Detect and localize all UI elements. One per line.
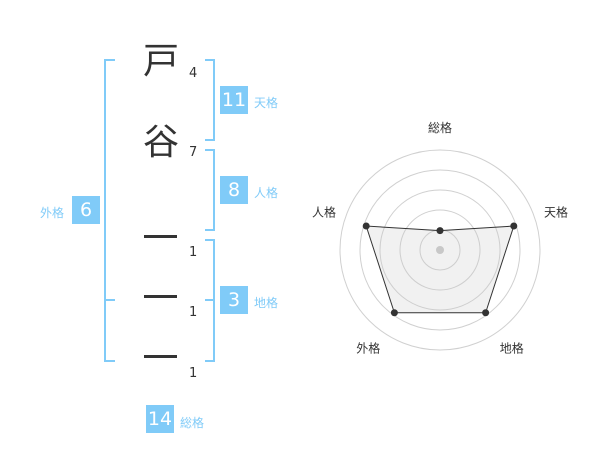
radar-point-1 [436, 227, 444, 235]
radar-ring [379, 189, 501, 311]
radar-axis-label: 地格 [500, 341, 524, 356]
radar-ring [399, 209, 481, 291]
radar-center [436, 246, 444, 254]
gaikaku-label: 外格 [40, 206, 65, 220]
soukaku-label: 総格 [180, 416, 205, 430]
gaikaku-bracket [104, 59, 115, 362]
chikaku-bracket-tick [205, 299, 213, 301]
radar-ring [339, 149, 541, 351]
tenkaku-value: 11 [220, 86, 248, 114]
gaikaku-bracket-tick [104, 299, 115, 301]
chikaku-value: 3 [220, 286, 248, 314]
name-char-4: 一 [141, 282, 181, 312]
radar-point-3 [482, 309, 490, 317]
stroke-count-4: 1 [189, 305, 198, 320]
radar-point-2 [510, 222, 518, 230]
tenkaku-bracket [205, 59, 215, 141]
radar-area [365, 225, 515, 314]
name-char-2: 谷 [142, 122, 179, 163]
stroke-count-1: 4 [189, 66, 198, 81]
stroke-count-5: 1 [189, 366, 198, 381]
stroke-count-2: 7 [189, 145, 198, 160]
jinkaku-bracket [205, 149, 215, 231]
radar-point-4 [390, 309, 398, 317]
radar-ring [359, 169, 521, 331]
name-char-1: 戸 [142, 41, 179, 82]
stroke-count-3: 1 [189, 245, 198, 260]
radar-axis-label: 総格 [428, 120, 452, 135]
name-char-3: 一 [141, 222, 181, 252]
jinkaku-label: 人格 [254, 186, 279, 200]
chikaku-bracket [205, 239, 215, 362]
chikaku-label: 地格 [254, 296, 279, 310]
soukaku-value: 14 [146, 405, 174, 433]
gaikaku-value: 6 [72, 196, 100, 224]
radar-point-5 [362, 222, 370, 230]
radar-axis-label: 外格 [356, 341, 380, 356]
radar-axis-label: 天格 [544, 204, 568, 219]
name-char-5: 一 [141, 342, 181, 372]
tenkaku-label: 天格 [254, 96, 279, 110]
radar-axis-label: 人格 [312, 204, 336, 219]
jinkaku-value: 8 [220, 176, 248, 204]
